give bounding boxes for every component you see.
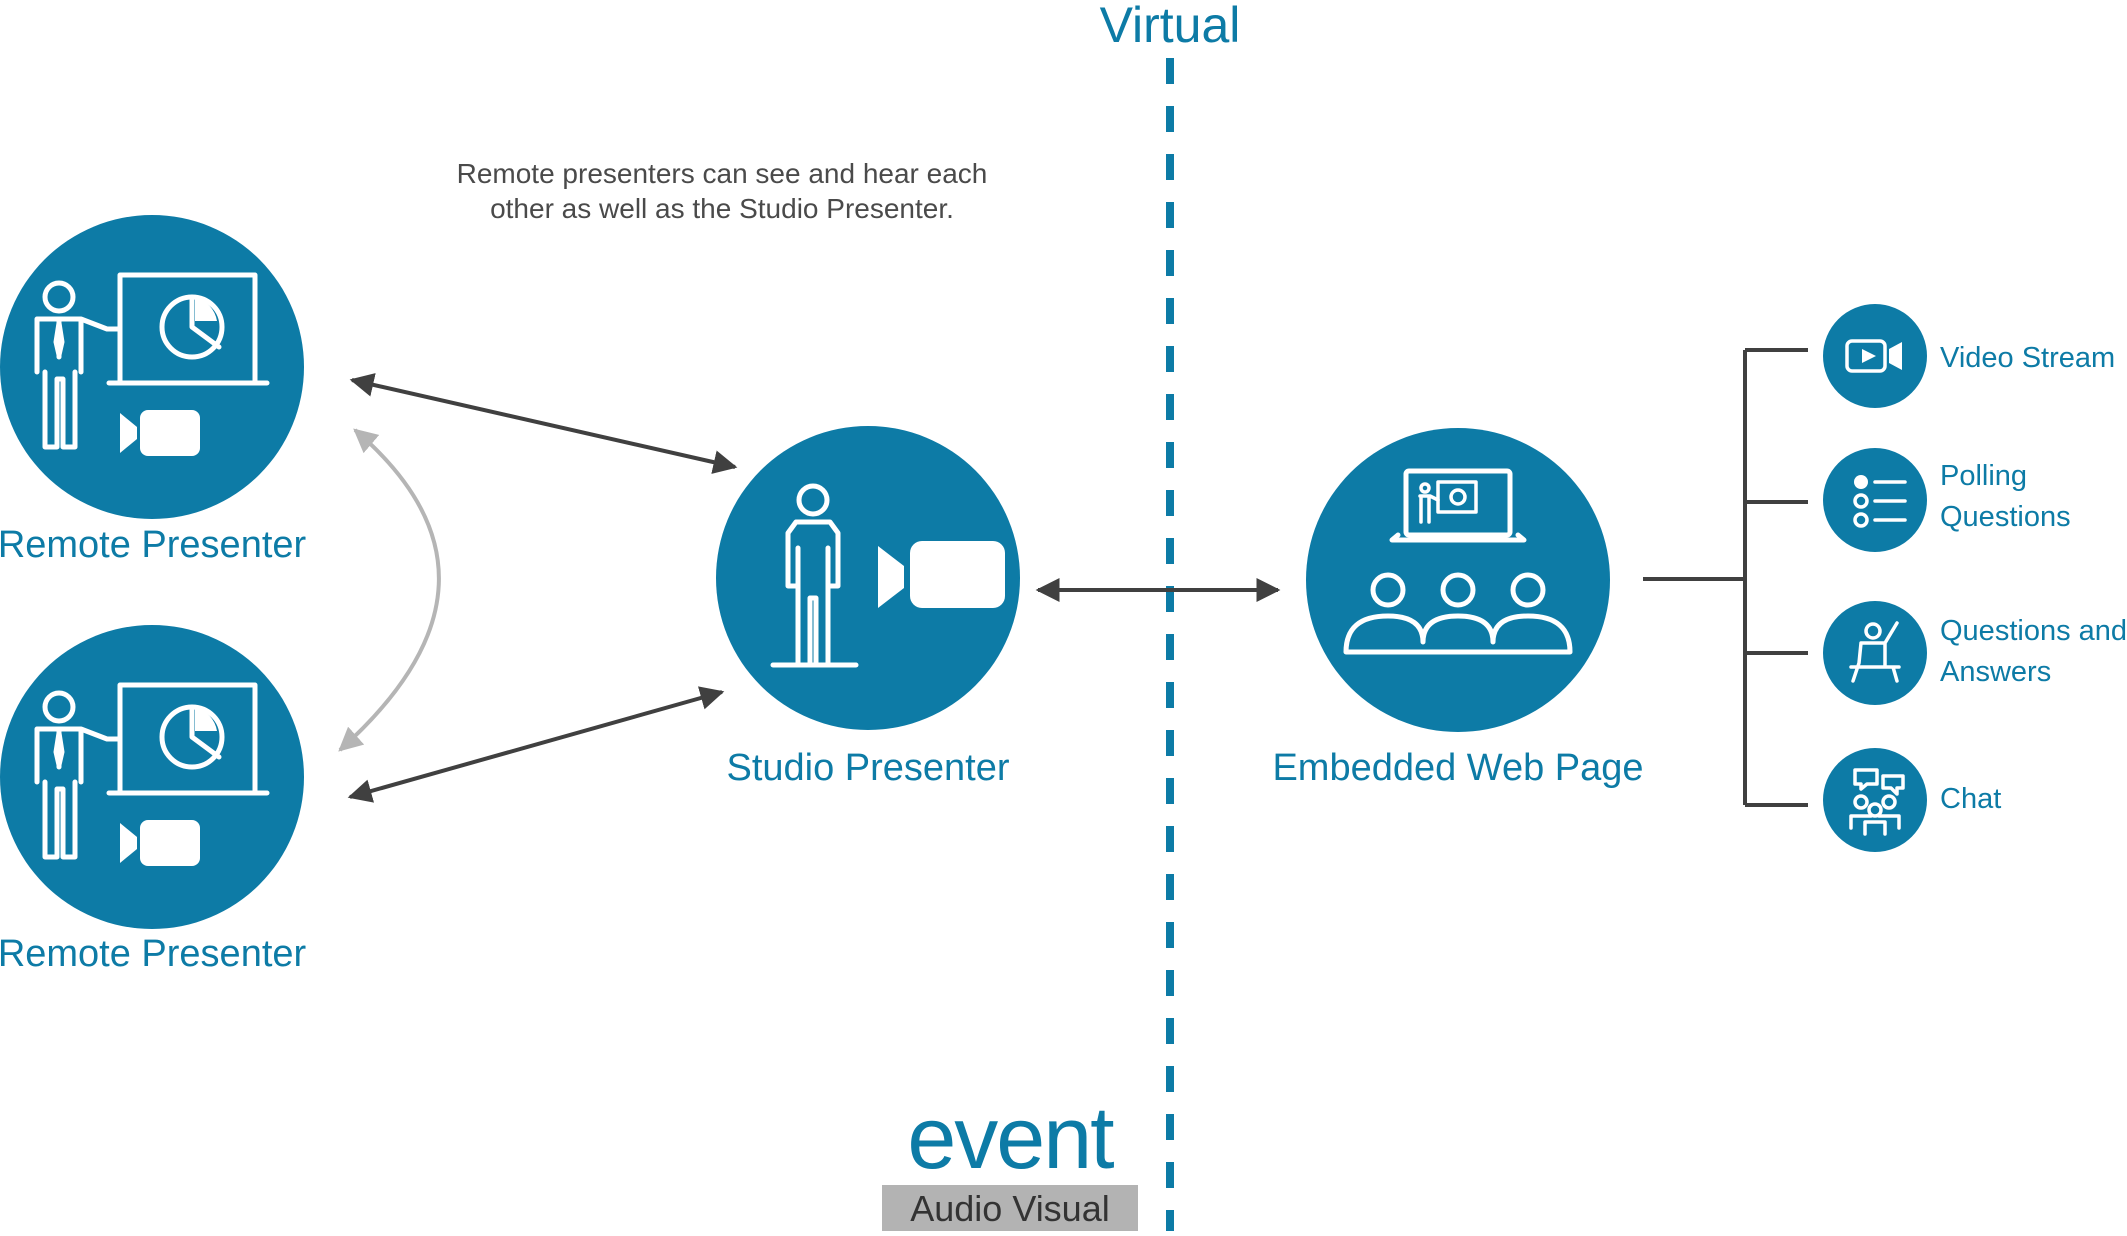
note-line-1: Remote presenters can see and hear each — [457, 158, 988, 189]
arrow-top-studio — [349, 373, 738, 474]
embedded-web-page-node: Embedded Web Page — [1272, 428, 1644, 789]
logo-sub: Audio Visual — [910, 1188, 1109, 1229]
polling-label-line-2: Questions — [1940, 501, 2071, 533]
remote-presenter-bottom-node: Remote Presenter — [0, 625, 307, 975]
logo-bar — [882, 1185, 1138, 1231]
feature-polling-questions: Polling Questions — [1823, 448, 2071, 552]
event-av-logo: event Audio Visual — [882, 1088, 1138, 1231]
qa-label-line-1: Questions and — [1940, 615, 2127, 647]
embedded-web-page-label: Embedded Web Page — [1272, 747, 1643, 789]
remote-presenter-bottom-label: Remote Presenter — [0, 933, 307, 975]
poll-list-icon — [1853, 475, 1907, 528]
virtual-label: Virtual — [1100, 0, 1241, 53]
video-stream-icon — [1845, 339, 1902, 373]
feature-chat: Chat — [1823, 748, 2001, 852]
qa-label-line-2: Answers — [1940, 656, 2051, 688]
chat-people-icon — [1849, 768, 1905, 836]
raised-hand-icon — [1849, 621, 1901, 683]
studio-presenter-label: Studio Presenter — [726, 747, 1009, 789]
remote-presenter-top-label: Remote Presenter — [0, 524, 307, 566]
note-line-2: other as well as the Studio Presenter. — [490, 193, 954, 224]
remote-presenter-top-node: Remote Presenter — [0, 215, 307, 566]
laptop-icon — [1389, 468, 1527, 543]
feature-video-stream: Video Stream — [1823, 304, 2115, 408]
video-stream-label: Video Stream — [1940, 342, 2115, 374]
feature-bracket — [1643, 348, 1808, 807]
chat-label: Chat — [1940, 783, 2001, 815]
audience-icon — [1343, 572, 1573, 655]
person-icon — [770, 483, 859, 668]
video-camera-icon — [878, 541, 1005, 608]
arrow-bottom-studio — [347, 686, 725, 803]
logo-word: event — [907, 1088, 1114, 1187]
polling-label-line-1: Polling — [1940, 460, 2027, 492]
feature-questions-answers: Questions and Answers — [1823, 601, 2127, 705]
studio-presenter-node: Studio Presenter — [716, 426, 1020, 789]
arrow-remote-remote — [338, 428, 441, 752]
